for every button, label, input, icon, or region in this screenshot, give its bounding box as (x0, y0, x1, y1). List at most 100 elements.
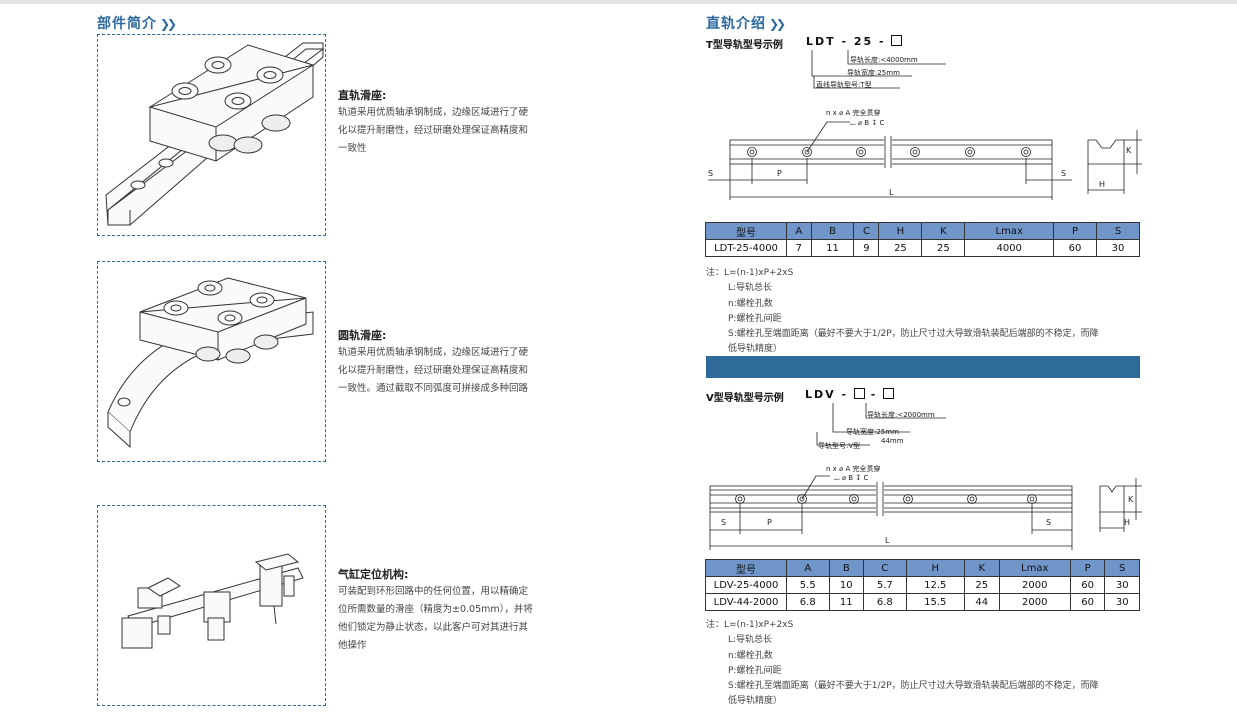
v-lbl-width: 导轨宽度:25mm (846, 428, 899, 436)
v-dim-p: P (767, 518, 772, 527)
v-lbl-type: 导轨型号:V型 (818, 442, 861, 450)
v-th: C (863, 559, 907, 577)
t-th: C (853, 222, 880, 240)
v-cell: 30 (1104, 593, 1140, 611)
t-cell: 30 (1096, 239, 1140, 257)
v-hole-a: A (845, 465, 851, 473)
t-cell: 4000 (964, 239, 1055, 257)
part-image-curved-slider (97, 261, 326, 462)
depth-icon: ↧ (855, 474, 862, 482)
t-note-s: S:螺栓孔至端面距离（最好不要大于1/2P，防止尺寸过大导致滑轨装配后端部的不稳… (728, 329, 1099, 340)
cylinder-mechanism-drawing (121, 553, 304, 649)
table-row: LDV-25-4000 5.5 10 5.7 12.5 25 2000 60 3… (705, 576, 1140, 594)
placeholder-box (853, 388, 865, 399)
t-cell: 7 (786, 239, 812, 257)
v-th: P (1069, 559, 1106, 577)
v-cell: 15.5 (905, 593, 966, 611)
left-section-title-text: 部件简介 (97, 16, 157, 32)
placeholder-box (883, 388, 895, 399)
t-hole-annotation-2: ⌴ ⌀ B ↧ C (850, 119, 884, 128)
t-hole-through: 完全贯穿 (852, 109, 881, 117)
v-type-model-code: LDV - - (805, 388, 895, 401)
t-lbl-width: 导轨宽度:25mm (847, 69, 900, 77)
v-type-code-sep: - (870, 388, 878, 401)
t-dim-s: S (708, 169, 714, 178)
diameter-icon: ⌀ (839, 465, 844, 473)
double-chevron-icon: ❯❯ (769, 17, 786, 31)
part-image-cylinder-mechanism (97, 505, 326, 706)
part-desc-cylinder: 可装配到环形回路中的任何位置，用以精确定位所需数量的滑座（精度为±0.05mm）… (338, 586, 533, 651)
v-th: 型号 (705, 559, 787, 577)
t-th: S (1096, 222, 1140, 240)
t-th: H (878, 222, 923, 240)
t-type-leader-lines (811, 50, 946, 89)
t-cell: 9 (853, 239, 880, 257)
v-dim-h: H (1124, 518, 1131, 527)
v-cell: 5.5 (786, 576, 830, 594)
t-note-p: P:螺栓孔间距 (728, 313, 782, 324)
v-th: B (828, 559, 865, 577)
v-cell: 44 (964, 593, 1000, 611)
linear-slider-drawing (105, 42, 325, 226)
diameter-icon: ⌀ (857, 119, 863, 127)
double-chevron-icon: ❯❯ (160, 17, 177, 31)
v-note-s: S:螺栓孔至端面距离（最好不要大于1/2P，防止尺寸过大导致滑轨装配后端部的不稳… (728, 681, 1099, 692)
t-cell: 25 (921, 239, 966, 257)
v-type-code-text: LDV - (805, 388, 849, 401)
part-title-linear: 直轨滑座: (338, 89, 387, 102)
part-desc-linear: 轨道采用优质轴承钢制成，边缘区域进行了硬化以提升耐磨性，经过研磨处理保证高精度和… (338, 107, 529, 154)
v-table-header-row: 型号 A B C H K Lmax P S (705, 559, 1140, 577)
t-note-n: n:螺栓孔数 (728, 298, 773, 309)
part-title-curved: 圆轨滑座: (338, 329, 387, 342)
v-hole-annotation-2: ⌴ ⌀ B ↧ C (834, 474, 868, 483)
section-divider-band (706, 356, 1140, 378)
v-note-p: P:螺栓孔间距 (728, 665, 782, 676)
v-th: H (905, 559, 966, 577)
v-dim-s: S (721, 518, 727, 527)
v-cell: 11 (828, 593, 865, 611)
t-note-l: L:导轨总长 (728, 283, 773, 294)
t-hole-c: C (879, 119, 885, 127)
v-dim-s2: S (1046, 518, 1052, 527)
v-lbl-width2: 44mm (881, 437, 904, 445)
table-row: LDV-44-2000 6.8 11 6.8 15.5 44 2000 60 3… (705, 593, 1140, 611)
v-type-notes: 注：L=(n-1)xP+2xS L:导轨总长 n:螺栓孔数 P:螺栓孔间距 S:… (706, 618, 1146, 710)
t-type-model-code: LDT - 25 - (806, 35, 903, 48)
v-dim-l: L (885, 536, 890, 545)
t-dim-l: L (889, 188, 894, 197)
t-dim-s2: S (1061, 169, 1067, 178)
v-th: S (1104, 559, 1140, 577)
part-image-linear-slider (97, 34, 326, 236)
t-th: K (921, 222, 966, 240)
v-cell: 2000 (998, 576, 1071, 594)
t-dim-p: P (777, 169, 782, 178)
v-lbl-length: 导轨长度:<2000mm (867, 411, 935, 419)
v-hole-b: B (848, 474, 854, 482)
v-note-l: L:导轨总长 (728, 635, 773, 646)
v-note-s-cont: 低导轨精度） (728, 696, 783, 707)
t-hole-a: A (845, 109, 851, 117)
v-th: K (964, 559, 1000, 577)
placeholder-box (891, 35, 903, 46)
v-hole-nx: n x (826, 465, 837, 473)
t-type-code-text: LDT - 25 - (806, 35, 886, 48)
v-type-rail-drawing (709, 475, 1142, 550)
t-th: B (810, 222, 855, 240)
right-section-title-text: 直轨介绍 (706, 16, 766, 32)
v-type-leader-lines (816, 403, 946, 446)
t-cell: LDT-25-4000 (705, 239, 787, 257)
t-dim-h: H (1099, 180, 1106, 189)
v-hole-through: 完全贯穿 (852, 465, 881, 473)
top-rule (0, 0, 1237, 4)
t-type-caption: T型导轨型号示例 (706, 40, 783, 51)
v-cell: 6.8 (863, 593, 907, 611)
part-desc-curved: 轨道采用优质轴承钢制成，边缘区域进行了硬化以提升耐磨性，经过研磨处理保证高精度和… (338, 347, 529, 394)
t-th: P (1053, 222, 1097, 240)
t-th: 型号 (705, 222, 787, 240)
v-type-spec-table: 型号 A B C H K Lmax P S LDV-25-4000 5.5 10… (705, 559, 1140, 611)
part-title-cylinder: 气缸定位机构: (338, 568, 409, 581)
t-hole-annotation: n x ⌀ A 完全贯穿 (826, 108, 881, 118)
t-type-spec-table: 型号 A B C H K Lmax P S LDT-25-4000 7 11 9… (705, 222, 1140, 257)
t-lbl-length: 导轨长度:<4000mm (850, 56, 918, 64)
t-note-s-cont: 低导轨精度） (728, 344, 783, 355)
